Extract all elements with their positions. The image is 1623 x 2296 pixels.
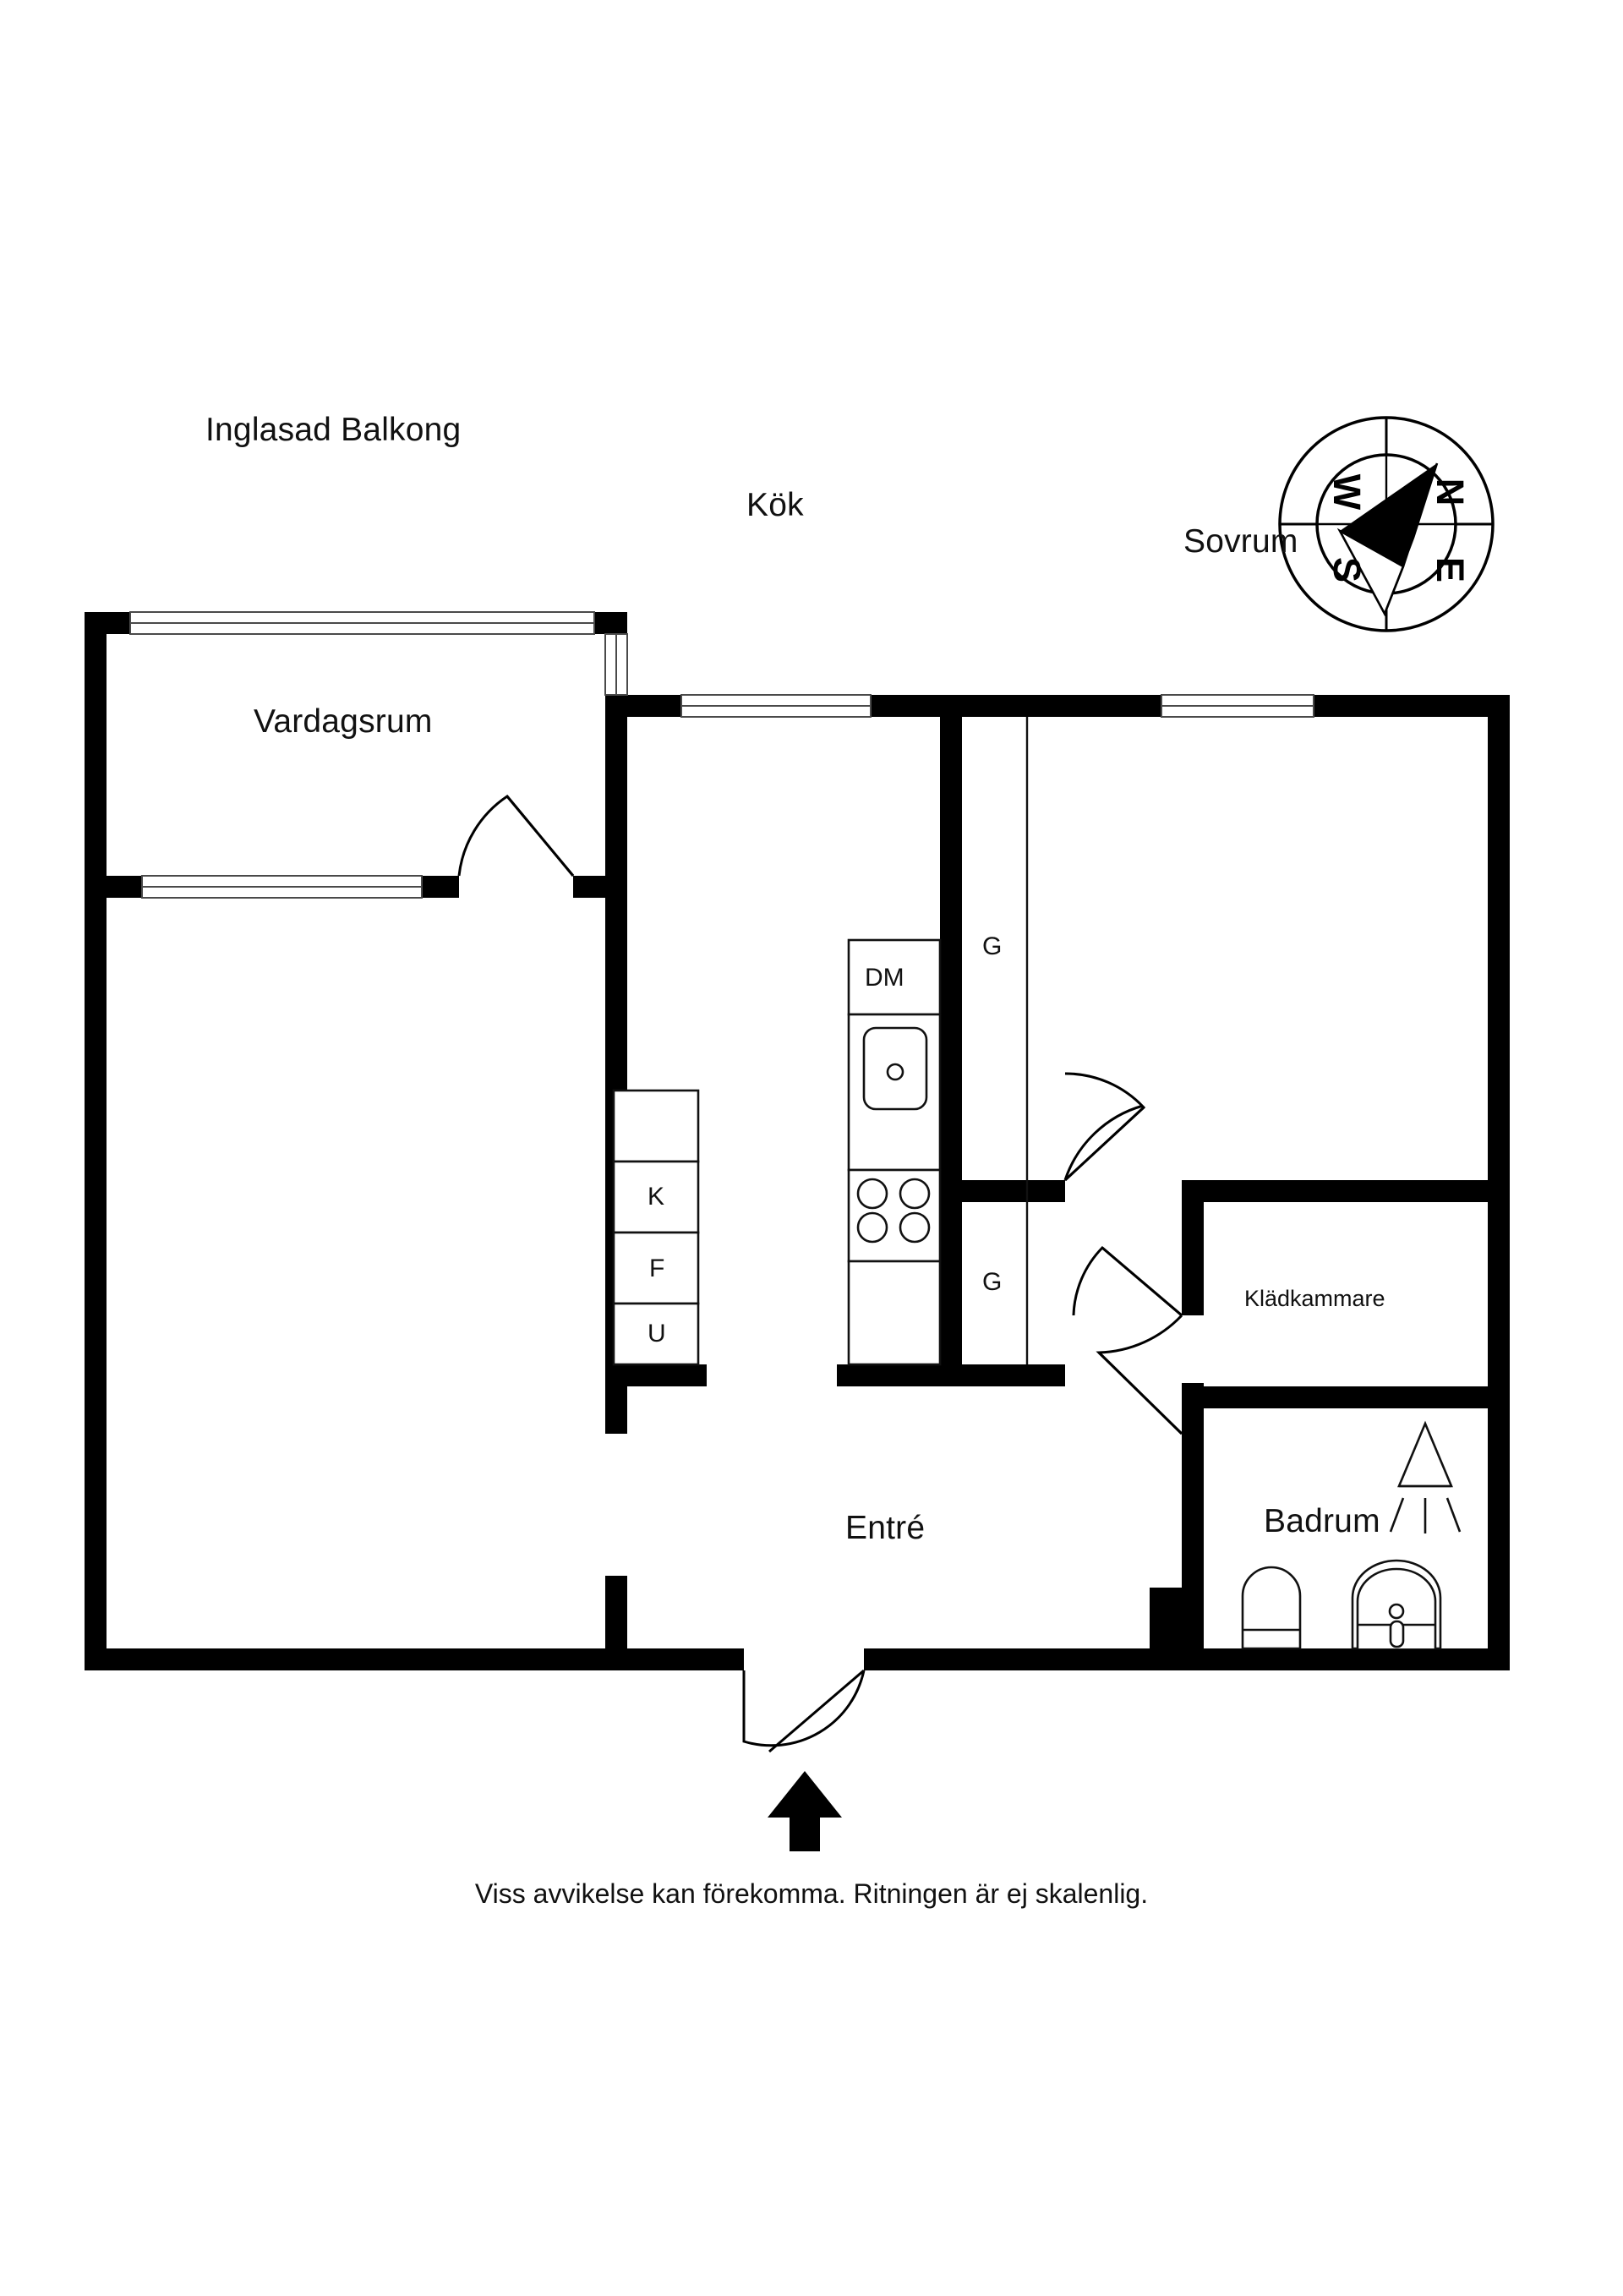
room-label-livingroom: Vardagsrum bbox=[254, 703, 433, 740]
svg-text:W: W bbox=[1325, 474, 1369, 511]
compass-rose: N E S W bbox=[1278, 416, 1495, 632]
burner bbox=[899, 1211, 931, 1244]
door-bedroom-arc bbox=[1063, 1104, 1144, 1181]
svg-text:N: N bbox=[1429, 478, 1472, 506]
windows bbox=[129, 611, 1314, 899]
door-entrance bbox=[742, 1669, 866, 1753]
appliance-label-cabinet-k: K bbox=[648, 1183, 665, 1211]
door-bedroom bbox=[1063, 1072, 1146, 1182]
drawing-disclaimer: Viss avvikelse kan förekomma. Ritningen … bbox=[474, 1878, 1149, 1909]
shower-icon bbox=[1389, 1420, 1462, 1533]
doors bbox=[457, 795, 1183, 1753]
compass-label-s: S bbox=[1325, 557, 1369, 582]
room-label-kitchen: Kök bbox=[746, 487, 804, 523]
door-balcony bbox=[457, 795, 575, 877]
window-bedroom bbox=[1161, 694, 1314, 718]
room-label-bedroom: Sovrum bbox=[1183, 523, 1298, 560]
appliance-label-dishwasher: DM bbox=[865, 964, 904, 992]
window-balcony-right bbox=[604, 633, 628, 696]
sink-drain bbox=[886, 1063, 904, 1081]
walls bbox=[85, 612, 1510, 1670]
window-balcony-top bbox=[129, 611, 595, 635]
appliance-label-wardrobe-bottom: G bbox=[982, 1268, 1003, 1296]
appliance-label-cabinet-f: F bbox=[649, 1255, 665, 1282]
bathroom-fixtures bbox=[1241, 1420, 1462, 1650]
door-closet bbox=[1072, 1245, 1183, 1317]
burner bbox=[856, 1178, 888, 1210]
room-label-bathroom: Badrum bbox=[1264, 1503, 1380, 1539]
room-label-balcony: Inglasad Balkong bbox=[205, 412, 462, 448]
kitchen-fixtures bbox=[612, 938, 942, 1366]
cabinet-k-box bbox=[612, 1160, 700, 1234]
counter-lower bbox=[847, 1260, 942, 1366]
svg-text:E: E bbox=[1429, 557, 1472, 582]
compass-label-w: W bbox=[1325, 474, 1369, 511]
window-balcony-bottom bbox=[141, 875, 423, 899]
toilet-icon bbox=[1241, 1566, 1302, 1650]
dishwasher-box bbox=[847, 938, 942, 1016]
entrance-arrow bbox=[768, 1771, 842, 1851]
door-bathroom bbox=[1096, 1314, 1183, 1435]
room-label-closet: Klädkammare bbox=[1244, 1286, 1385, 1311]
appliance-label-wardrobe-top: G bbox=[982, 932, 1003, 960]
svg-text:S: S bbox=[1325, 557, 1369, 582]
compass-label-n: N bbox=[1429, 478, 1472, 506]
washbasin-icon bbox=[1351, 1559, 1442, 1650]
burner bbox=[899, 1178, 931, 1210]
compass-label-e: E bbox=[1429, 557, 1472, 582]
cabinet-top bbox=[612, 1089, 700, 1163]
burner bbox=[856, 1211, 888, 1244]
room-label-entrance: Entré bbox=[845, 1510, 926, 1546]
appliance-label-cabinet-u: U bbox=[648, 1320, 666, 1348]
window-kitchen bbox=[680, 694, 872, 718]
cabinet-u-box bbox=[612, 1302, 700, 1366]
